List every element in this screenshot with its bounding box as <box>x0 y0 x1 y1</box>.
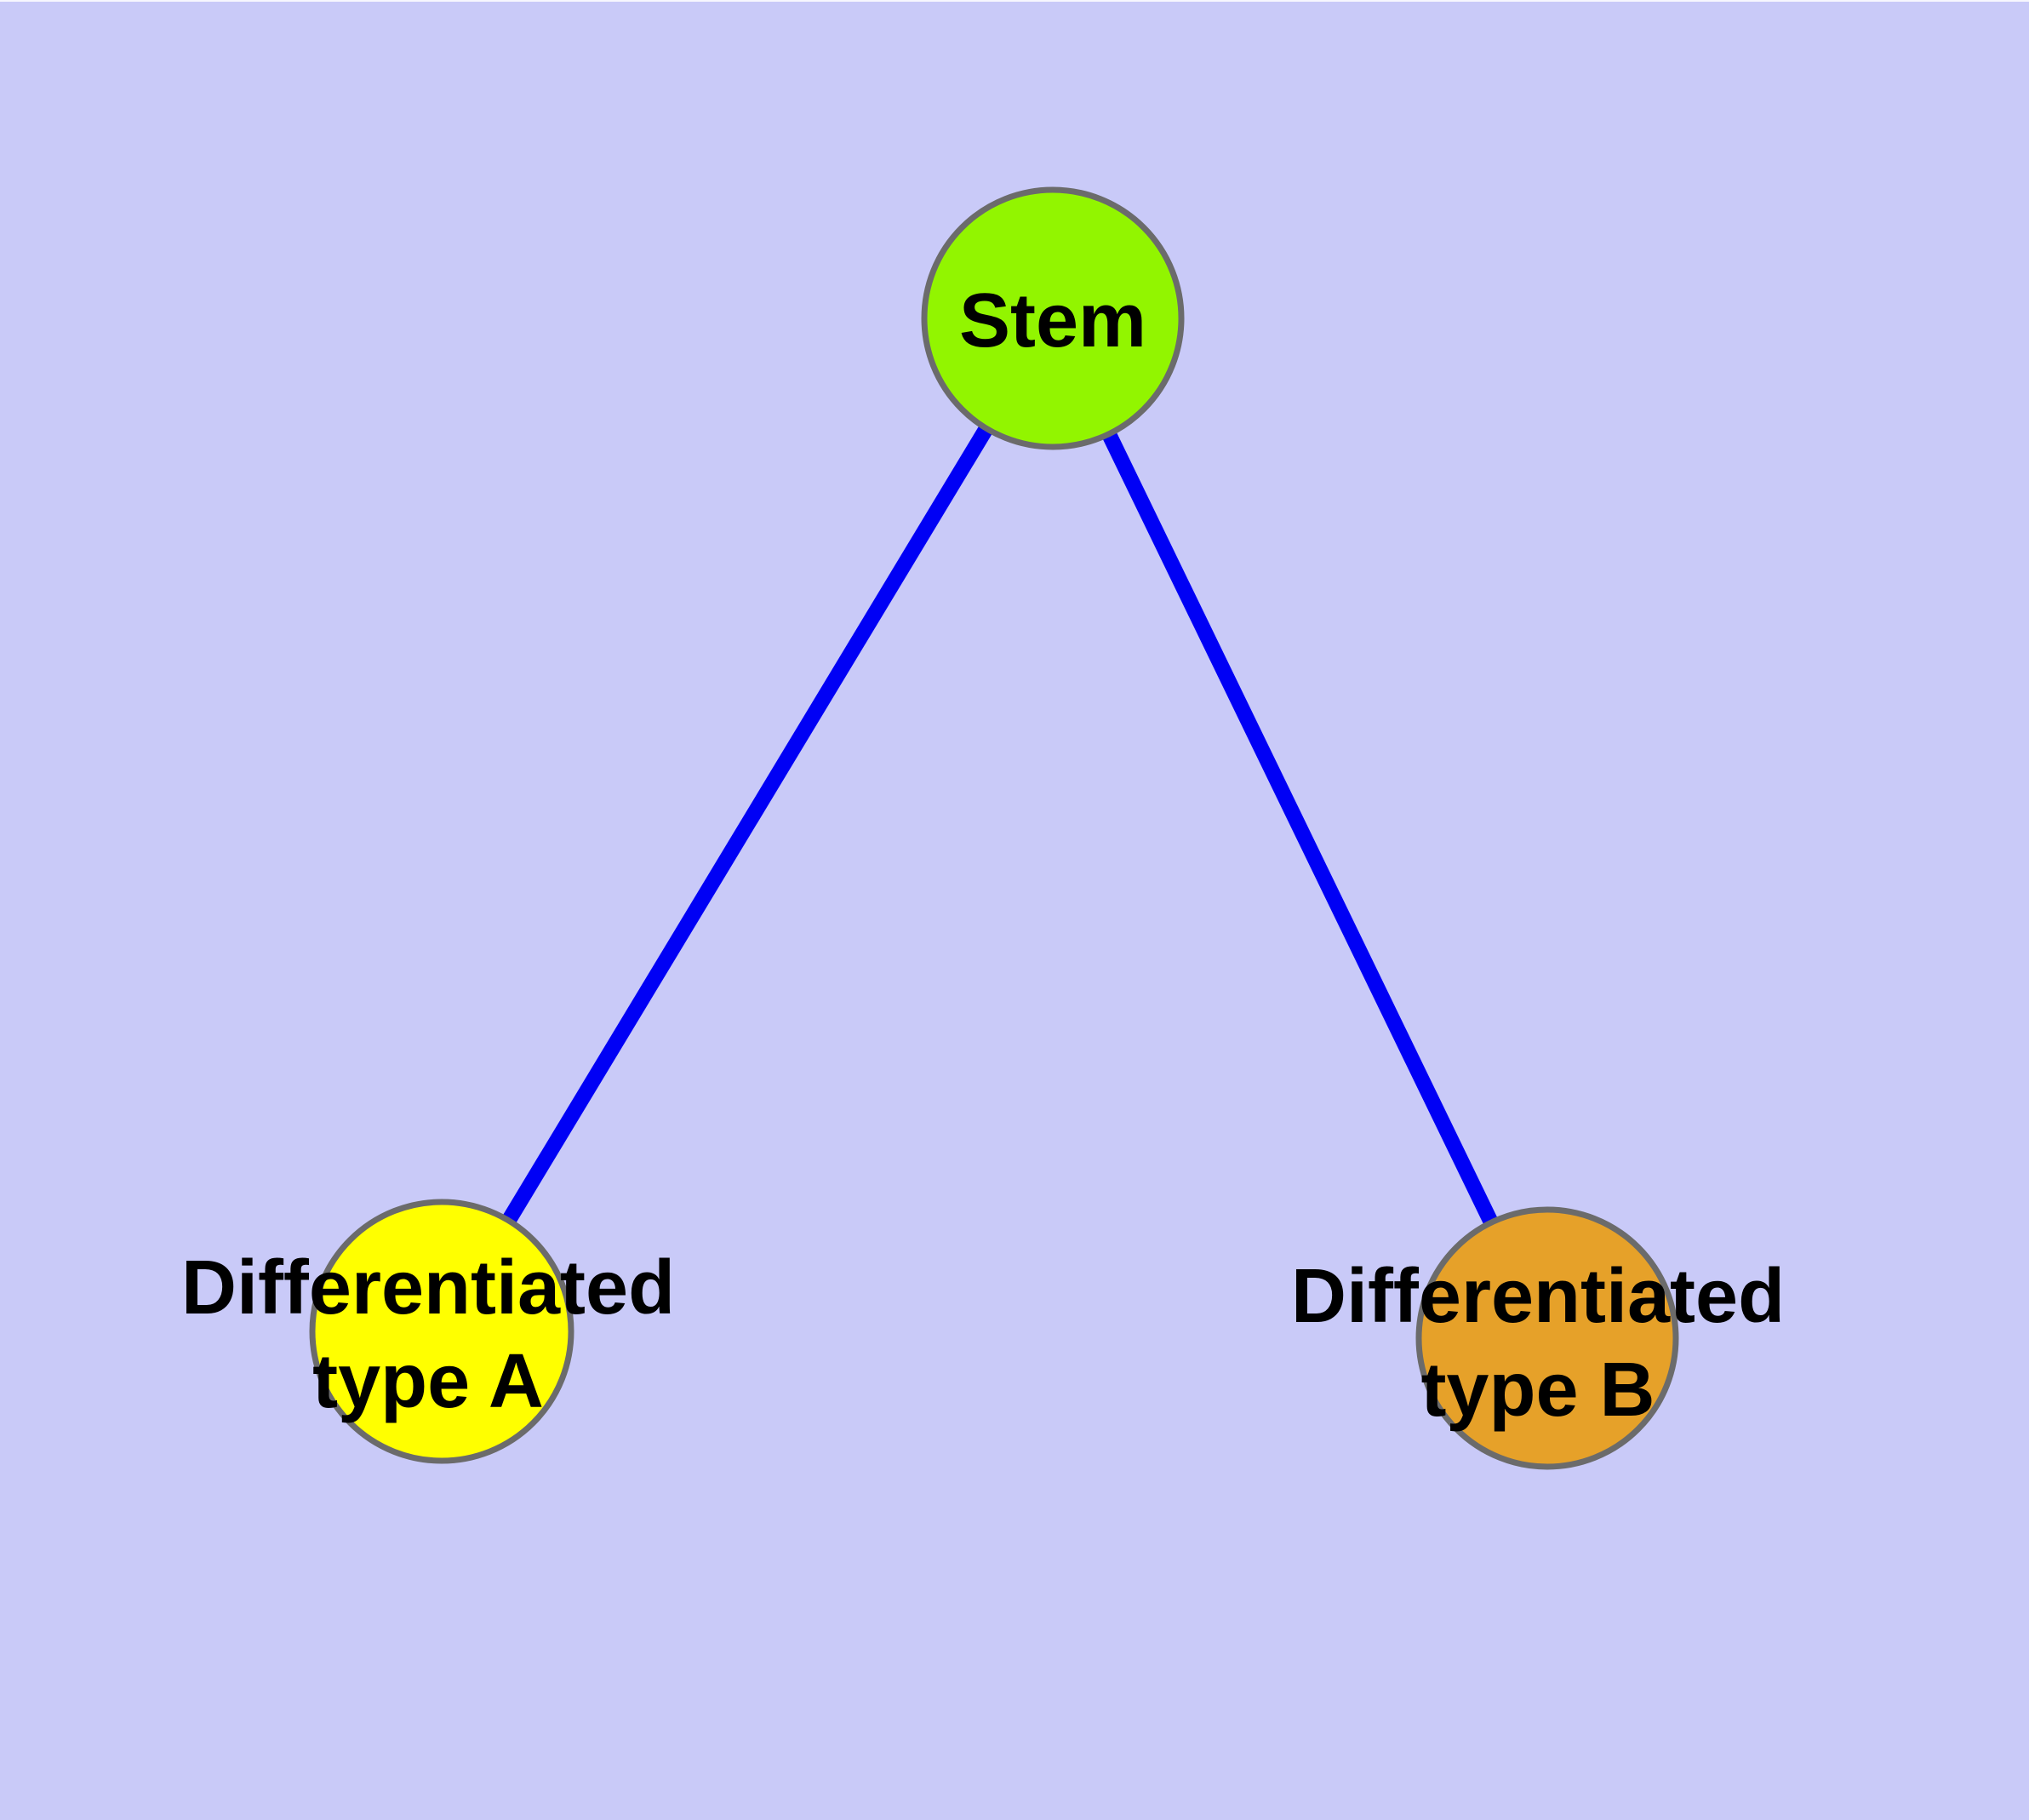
node-label-type-b: Differentiated type B <box>1290 1254 1786 1433</box>
edge-stem-to-type-b <box>1045 315 1555 1342</box>
node-label-type-a: Differentiated type A <box>180 1245 676 1424</box>
node-stem-circle <box>921 186 1185 450</box>
node-type-b-circle <box>1415 1206 1679 1470</box>
top-edge-highlight <box>0 0 2029 2</box>
node-label-stem: Stem <box>958 278 1147 363</box>
node-type-a-circle <box>309 1199 574 1464</box>
edge-stem-to-type-a <box>435 314 1060 1336</box>
